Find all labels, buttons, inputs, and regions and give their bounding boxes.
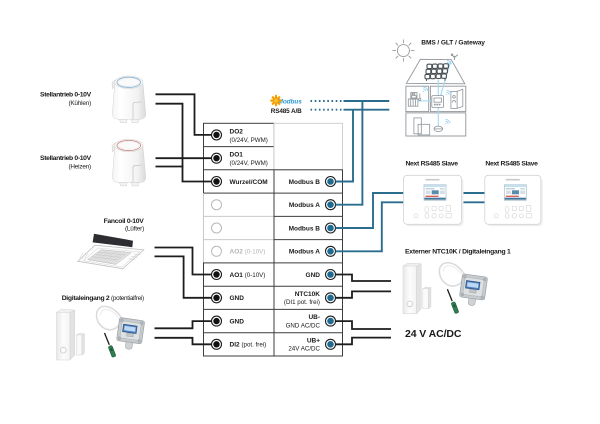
svg-text:DO2: DO2 [230,128,244,135]
svg-text:DI2 (pot. frei): DI2 (pot. frei) [230,342,267,349]
svg-text:GND AC/DC: GND AC/DC [286,322,321,329]
svg-text:Fancoil 0-10V: Fancoil 0-10V [104,218,145,225]
svg-text:Next RS485 Slave: Next RS485 Slave [405,161,458,168]
svg-text:RS485 A/B: RS485 A/B [271,108,302,115]
svg-text:(Lüfter): (Lüfter) [125,226,144,233]
svg-text:GND: GND [230,318,245,325]
svg-text:Modbus A: Modbus A [289,249,320,256]
svg-text:(0/24V, PWM): (0/24V, PWM) [230,137,268,144]
svg-text:AO1 (0-10V): AO1 (0-10V) [230,272,266,279]
svg-text:BMS / GLT / Gateway: BMS / GLT / Gateway [421,40,485,47]
svg-text:(Kühlen): (Kühlen) [68,100,91,107]
svg-text:NTC10K: NTC10K [295,291,321,298]
svg-text:Modbus B: Modbus B [289,226,321,233]
svg-text:Next RS485 Slave: Next RS485 Slave [485,161,538,168]
svg-text:(Heizen): (Heizen) [68,164,91,171]
svg-text:UB-: UB- [308,314,320,321]
svg-text:Stellantrieb 0-10V: Stellantrieb 0-10V [40,155,92,162]
svg-text:(DI1 pot. frei): (DI1 pot. frei) [284,299,320,306]
svg-text:Modbus A: Modbus A [289,202,320,209]
svg-text:Wurzel/COM: Wurzel/COM [230,179,268,186]
svg-text:DO1: DO1 [230,152,244,159]
svg-text:Modbus: Modbus [278,99,303,106]
svg-text:Modbus B: Modbus B [289,179,321,186]
svg-text:GND: GND [306,272,321,279]
svg-text:24 V AC/DC: 24 V AC/DC [405,328,462,340]
svg-text:Digitaleingang 2 (potentialfre: Digitaleingang 2 (potentialfrei) [62,295,144,302]
svg-text:UB+: UB+ [307,337,320,344]
svg-text:(0/24V, PWM): (0/24V, PWM) [230,160,268,167]
svg-text:AO2 (0-10V): AO2 (0-10V) [230,249,266,256]
svg-text:Externer NTC10K / Digitaleinga: Externer NTC10K / Digitaleingang 1 [405,249,511,256]
svg-text:Stellantrieb 0-10V: Stellantrieb 0-10V [40,92,92,99]
svg-text:24V AC/DC: 24V AC/DC [288,346,320,353]
svg-text:GND: GND [230,295,245,302]
